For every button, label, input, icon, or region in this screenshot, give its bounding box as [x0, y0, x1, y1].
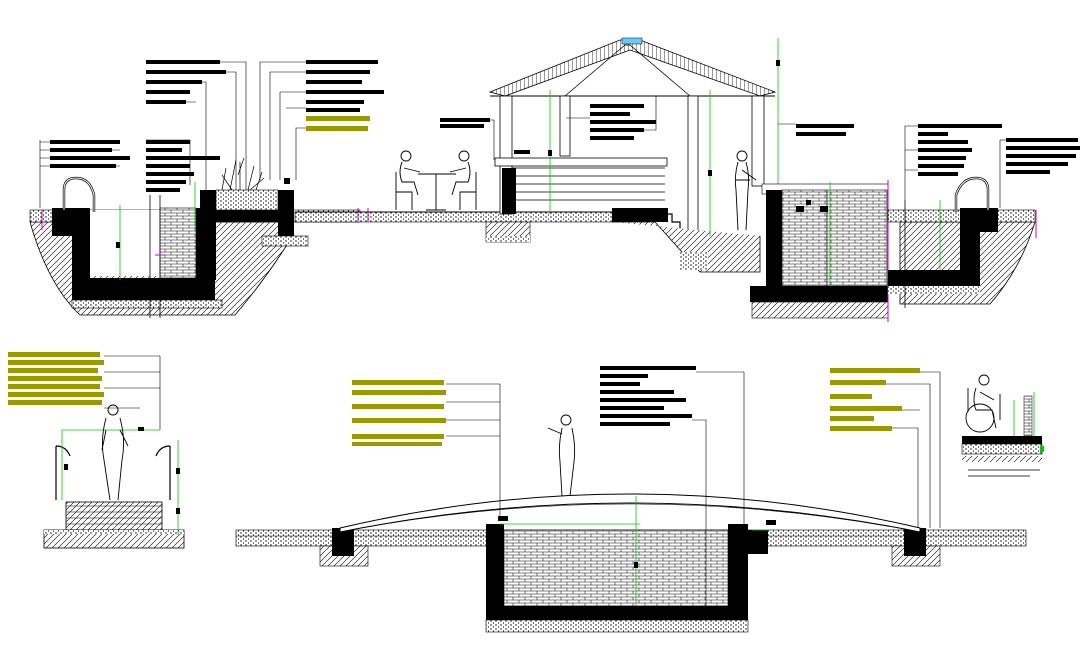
pool-section-right [887, 140, 1037, 308]
planter-section [194, 157, 309, 280]
skylight [621, 37, 643, 45]
pool-ladder-icon [954, 176, 990, 212]
note-text-bars-top [50, 60, 1080, 192]
pool-section-left [29, 140, 361, 318]
standing-person-icon [547, 414, 576, 497]
wheelchair-ramp-detail [830, 368, 1044, 528]
railing-detail [8, 352, 185, 549]
standing-person-icon [101, 404, 129, 501]
seated-person-icon [395, 150, 477, 211]
gazebo-section [485, 37, 780, 273]
wheelchair-user-icon [965, 374, 1001, 433]
annotation-notes-bridge [352, 366, 745, 620]
bar-counter-section [750, 180, 889, 322]
bridge-over-pond-section [235, 414, 1027, 633]
shrub-icon [221, 157, 265, 191]
pool-ladder-icon [62, 176, 96, 212]
standing-person-icon [734, 150, 757, 231]
